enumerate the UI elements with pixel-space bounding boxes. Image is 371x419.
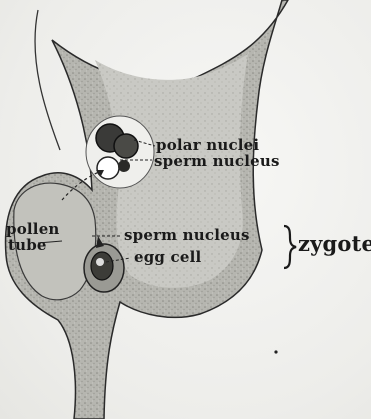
label-sperm-nucleus-lower: sperm nucleus xyxy=(124,228,250,243)
zygote-brace xyxy=(284,226,296,268)
label-egg-cell: egg cell xyxy=(134,250,201,265)
label-polar-nuclei: polar nuclei xyxy=(156,138,259,153)
label-sperm-nucleus-upper: sperm nucleus xyxy=(154,154,280,169)
label-zygote: zygote xyxy=(298,233,371,254)
label-tube: tube xyxy=(8,238,47,253)
label-pollen: pollen xyxy=(6,222,60,237)
integument-line xyxy=(35,10,60,150)
polar-nuclei-group xyxy=(86,116,154,188)
